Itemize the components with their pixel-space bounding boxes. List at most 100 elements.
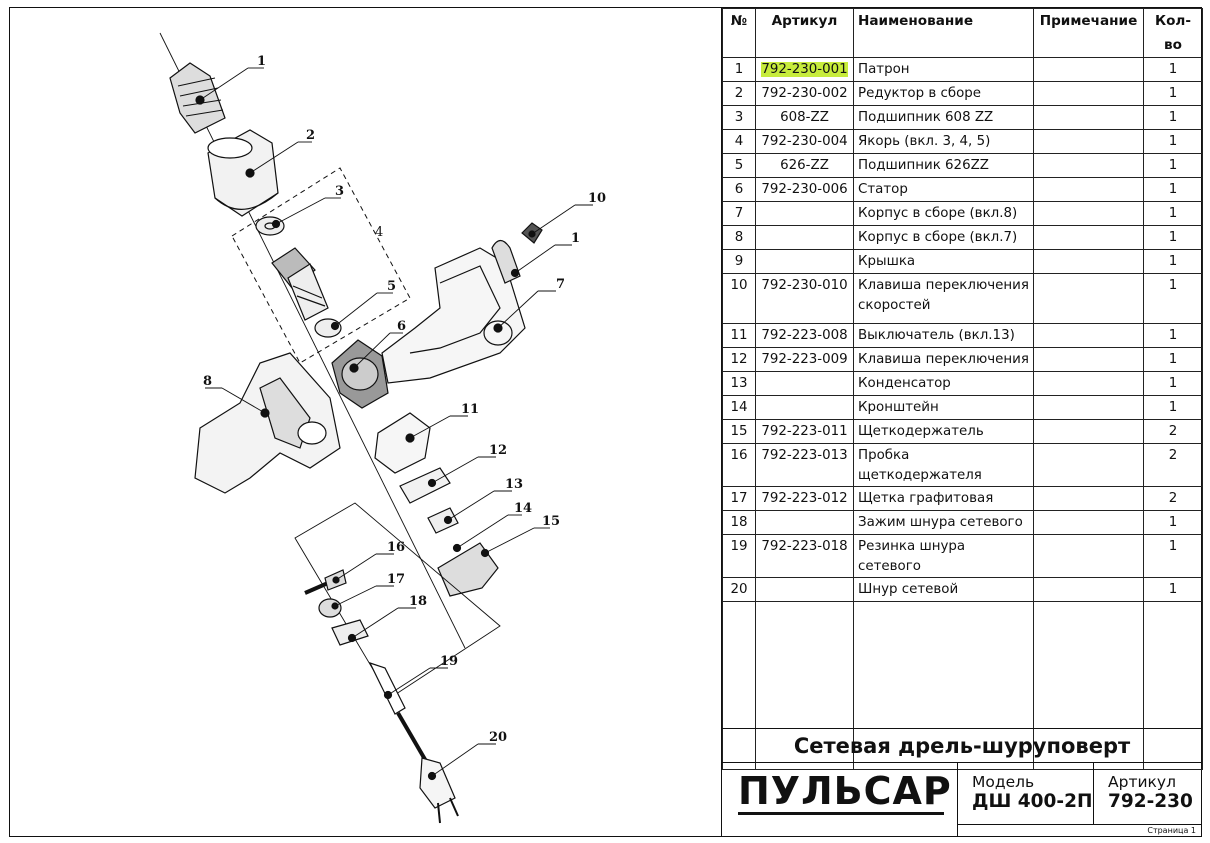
cell-note (1033, 347, 1144, 372)
cell-qty: 1 (1143, 177, 1203, 202)
cell-num: 8 (722, 225, 756, 250)
page-number: Страница 1 (1147, 826, 1196, 835)
switch-part (374, 412, 431, 474)
parts-table: № Артикул Наименование Примечание Кол-во… (722, 8, 1203, 770)
cell-num: 12 (722, 347, 756, 372)
part-callout-label: 10 (588, 191, 606, 206)
handle-housing-part (194, 352, 341, 494)
cell-note (1033, 249, 1144, 274)
cell-num: 7 (722, 201, 756, 226)
table-empty-row (722, 601, 1203, 770)
table-row: 16 792-223-013 Пробка щеткодержателя 2 (722, 443, 1203, 487)
cell-qty: 1 (1143, 153, 1203, 178)
cell-num: 16 (722, 443, 756, 487)
cell-note (1033, 371, 1144, 396)
part-callout-label: 12 (489, 443, 507, 458)
header-note: Примечание (1033, 8, 1144, 58)
cell-article: 626-ZZ (755, 153, 854, 178)
table-row: 18 Зажим шнура сетевого 1 (722, 510, 1203, 535)
cell-note (1033, 177, 1144, 202)
cell-qty: 1 (1143, 510, 1203, 535)
cell-qty: 1 (1143, 273, 1203, 324)
cell-num: 20 (722, 577, 756, 602)
part-callout-label: 18 (409, 594, 427, 609)
part-callout-label: 20 (489, 730, 507, 745)
cell-name: Патрон (853, 57, 1034, 82)
switch-key-part (399, 467, 451, 504)
cell-name: Корпус в сборе (вкл.8) (853, 201, 1034, 226)
table-row: 7 Корпус в сборе (вкл.8) 1 (722, 201, 1203, 226)
part-callout-label: 19 (440, 654, 458, 669)
cell-note (1033, 534, 1144, 578)
table-row: 13 Конденсатор 1 (722, 371, 1203, 396)
cell-name: Клавиша переключения (853, 347, 1034, 372)
cell-name: Статор (853, 177, 1034, 202)
cell-note (1033, 510, 1144, 535)
cell-name-line2: скоростей (858, 298, 931, 313)
cell-article (755, 225, 854, 250)
document-title: Сетевая дрель-шуруповерт (722, 729, 1202, 763)
table-row: 8 Корпус в сборе (вкл.7) 1 (722, 225, 1203, 250)
table-row: 2 792-230-002 Редуктор в сборе 1 (722, 81, 1203, 106)
cell-num: 5 (722, 153, 756, 178)
cell-note (1033, 395, 1144, 420)
cell-note (1033, 486, 1144, 511)
part-callout-label: 16 (387, 540, 405, 555)
part-callout-label: 3 (335, 184, 344, 199)
brush-holder-part (437, 542, 499, 597)
gearbox-part (207, 129, 279, 217)
cord-clamp-part (331, 619, 369, 646)
cell-name: Щетка графитовая (853, 486, 1034, 511)
cell-name: Редуктор в сборе (853, 81, 1034, 106)
cell-num: 3 (722, 105, 756, 130)
cell-qty: 2 (1143, 486, 1203, 511)
speed-switch-part (521, 222, 543, 244)
cell-num: 13 (722, 371, 756, 396)
article-cell: Артикул 792-230 (1094, 763, 1202, 825)
capacitor-part (427, 507, 459, 534)
cell-qty: 1 (1143, 201, 1203, 226)
brush-cap-part (318, 598, 342, 618)
table-row: 5 626-ZZ Подшипник 626ZZ 1 (722, 153, 1203, 178)
model-label: Модель (972, 773, 1035, 791)
part-callout-label: 17 (387, 572, 405, 587)
part-callout-label: 4 (375, 225, 383, 240)
title-block: Сетевая дрель-шуруповерт ПУЛЬСАР Модель … (721, 728, 1202, 837)
cell-article (755, 201, 854, 226)
part-callout-label: 8 (203, 374, 212, 389)
cell-note (1033, 577, 1144, 602)
cell-article (755, 510, 854, 535)
cell-article: 792-230-010 (755, 273, 854, 324)
brand-logo-text: ПУЛЬСАР (738, 769, 952, 813)
table-row: 14 Кронштейн 1 (722, 395, 1203, 420)
table-row: 4 792-230-004 Якорь (вкл. 3, 4, 5) 1 (722, 129, 1203, 154)
cell-note (1033, 443, 1144, 487)
cell-name: Резинка шнура сетевого (853, 534, 1034, 578)
cell-num: 1 (722, 57, 756, 82)
cell-num: 14 (722, 395, 756, 420)
chuck-part (169, 62, 226, 134)
empty-cell (1143, 601, 1203, 770)
cell-article (755, 371, 854, 396)
cell-name: Пробка щеткодержателя (853, 443, 1034, 487)
cell-article: 792-230-004 (755, 129, 854, 154)
part-callout-label: 15 (542, 514, 560, 529)
cell-qty: 2 (1143, 419, 1203, 444)
cell-name: Зажим шнура сетевого (853, 510, 1034, 535)
header-name: Наименование (853, 8, 1034, 58)
part-callout-label: 1 (257, 54, 266, 69)
article-label: Артикул (1108, 773, 1176, 791)
cell-note (1033, 105, 1144, 130)
cell-article (755, 249, 854, 274)
cell-name: Подшипник 608 ZZ (853, 105, 1034, 130)
table-row: 20 Шнур сетевой 1 (722, 577, 1203, 602)
parts-table-wrap: № Артикул Наименование Примечание Кол-во… (721, 8, 1203, 770)
cell-name: Крышка (853, 249, 1034, 274)
cell-qty: 1 (1143, 129, 1203, 154)
empty-cell (853, 601, 1034, 770)
table-row: 12 792-223-009 Клавиша переключения 1 (722, 347, 1203, 372)
cell-qty: 1 (1143, 371, 1203, 396)
cell-article: 792-223-008 (755, 323, 854, 348)
